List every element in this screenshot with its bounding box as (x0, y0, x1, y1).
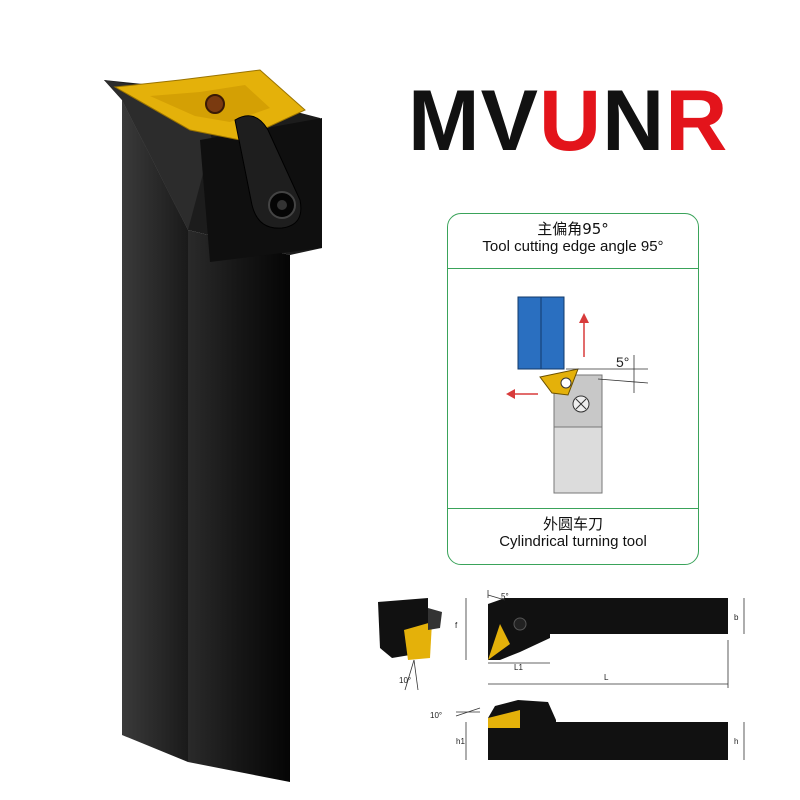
dim-h-label: h (734, 737, 738, 746)
diagram-insert (539, 368, 579, 396)
panel-footer: 外圆车刀 Cylindrical turning tool (448, 508, 698, 564)
top-view-screw-icon (513, 617, 527, 631)
title-middle: N (602, 73, 666, 169)
header-cn: 主偏角95° (537, 220, 609, 238)
cutting-diagram: 5° (506, 296, 649, 494)
dim-l1-label: L1 (514, 663, 523, 672)
angle-info-panel: 主偏角95° Tool cutting edge angle 95° 5° 外圆… (447, 213, 699, 565)
title-highlight-2: R (665, 73, 729, 169)
top-angle-label: 5° (501, 592, 509, 601)
product-title: MVUNR (408, 78, 728, 164)
end-view-angle: 10° (399, 676, 411, 685)
feed-up-arrow-icon (579, 313, 589, 323)
panel-header: 主偏角95° Tool cutting edge angle 95° (448, 214, 698, 269)
feed-left-arrow-icon (506, 389, 515, 399)
dim-l-label: L (604, 673, 609, 682)
footer-cn: 外圆车刀 (542, 515, 603, 533)
dim-f-label: f (455, 621, 458, 630)
tool-holder-photo (104, 69, 322, 782)
title-highlight: U (539, 73, 603, 169)
title-prefix: MV (408, 73, 539, 169)
side-view: 10° h1 h (430, 700, 745, 760)
footer-en: Cylindrical turning tool (499, 533, 647, 550)
side-angle-label: 10° (430, 711, 442, 720)
angle-label: 5° (616, 354, 629, 370)
header-en: Tool cutting edge angle 95° (482, 238, 664, 255)
top-view: 5° f L1 L b (455, 590, 745, 688)
dim-b-label: b (734, 613, 739, 622)
end-view: 10° (378, 598, 442, 691)
dim-h1-label: h1 (456, 737, 465, 746)
insert-screw-icon (205, 94, 225, 114)
